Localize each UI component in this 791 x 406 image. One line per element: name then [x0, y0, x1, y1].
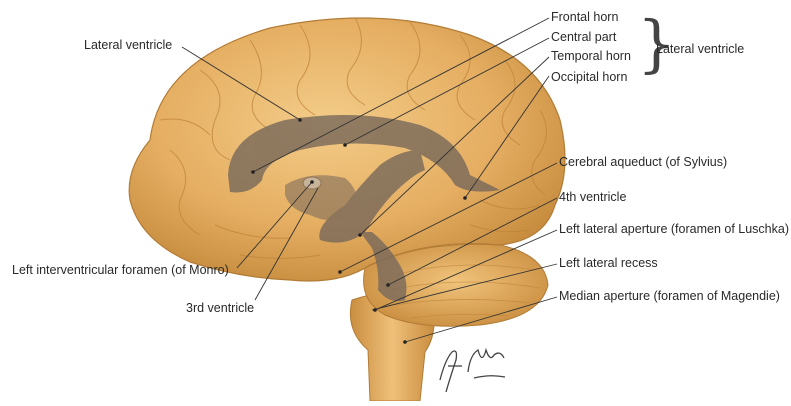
label-central-part: Central part	[551, 30, 616, 44]
label-interventricular-foramen: Left interventricular foramen (of Monro)	[12, 263, 229, 277]
label-lateral-ventricle: Lateral ventricle	[84, 38, 172, 52]
label-third-ventricle: 3rd ventricle	[186, 301, 254, 315]
label-occipital-horn: Occipital horn	[551, 70, 627, 84]
cerebrum-shape	[129, 18, 565, 281]
label-frontal-horn: Frontal horn	[551, 10, 618, 24]
label-median-aperture: Median aperture (foramen of Magendie)	[559, 289, 780, 303]
netter-signature	[440, 350, 505, 392]
label-left-lateral-aperture: Left lateral aperture (foramen of Luschk…	[559, 222, 789, 236]
label-left-lateral-recess: Left lateral recess	[559, 256, 658, 270]
label-fourth-ventricle: 4th ventricle	[559, 190, 626, 204]
label-lateral-ventricle-group: Lateral ventricle	[656, 42, 744, 56]
label-cerebral-aqueduct: Cerebral aqueduct (of Sylvius)	[559, 155, 727, 169]
label-temporal-horn: Temporal horn	[551, 49, 631, 63]
